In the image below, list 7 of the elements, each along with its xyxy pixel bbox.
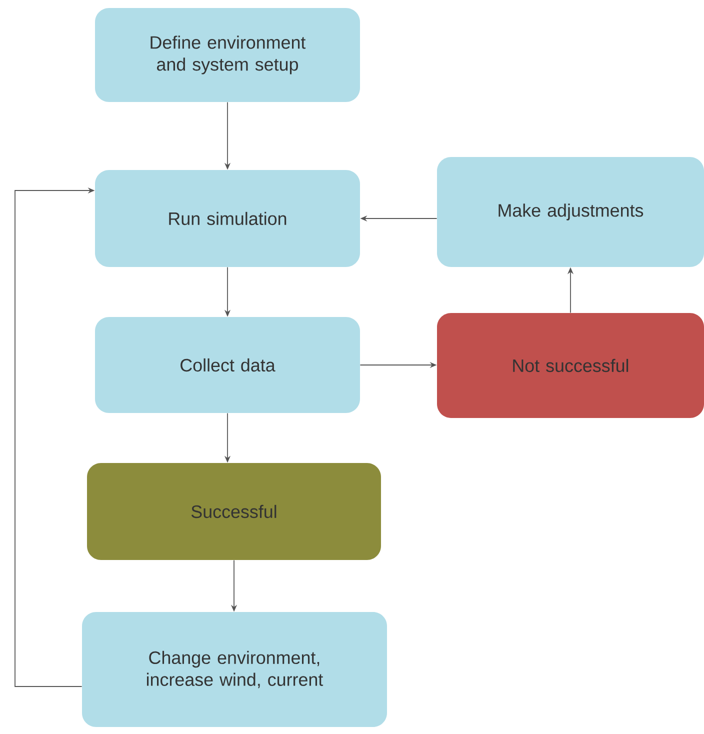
process-box: Define environment and system setup [95,8,360,102]
process-box: Run simulation [95,170,360,267]
success-box: Successful [87,463,381,560]
process-box: Make adjustments [437,157,704,267]
failure-box: Not successful [437,313,704,418]
process-box: Collect data [95,317,360,413]
process-box: Change environment, increase wind, current [82,612,387,727]
